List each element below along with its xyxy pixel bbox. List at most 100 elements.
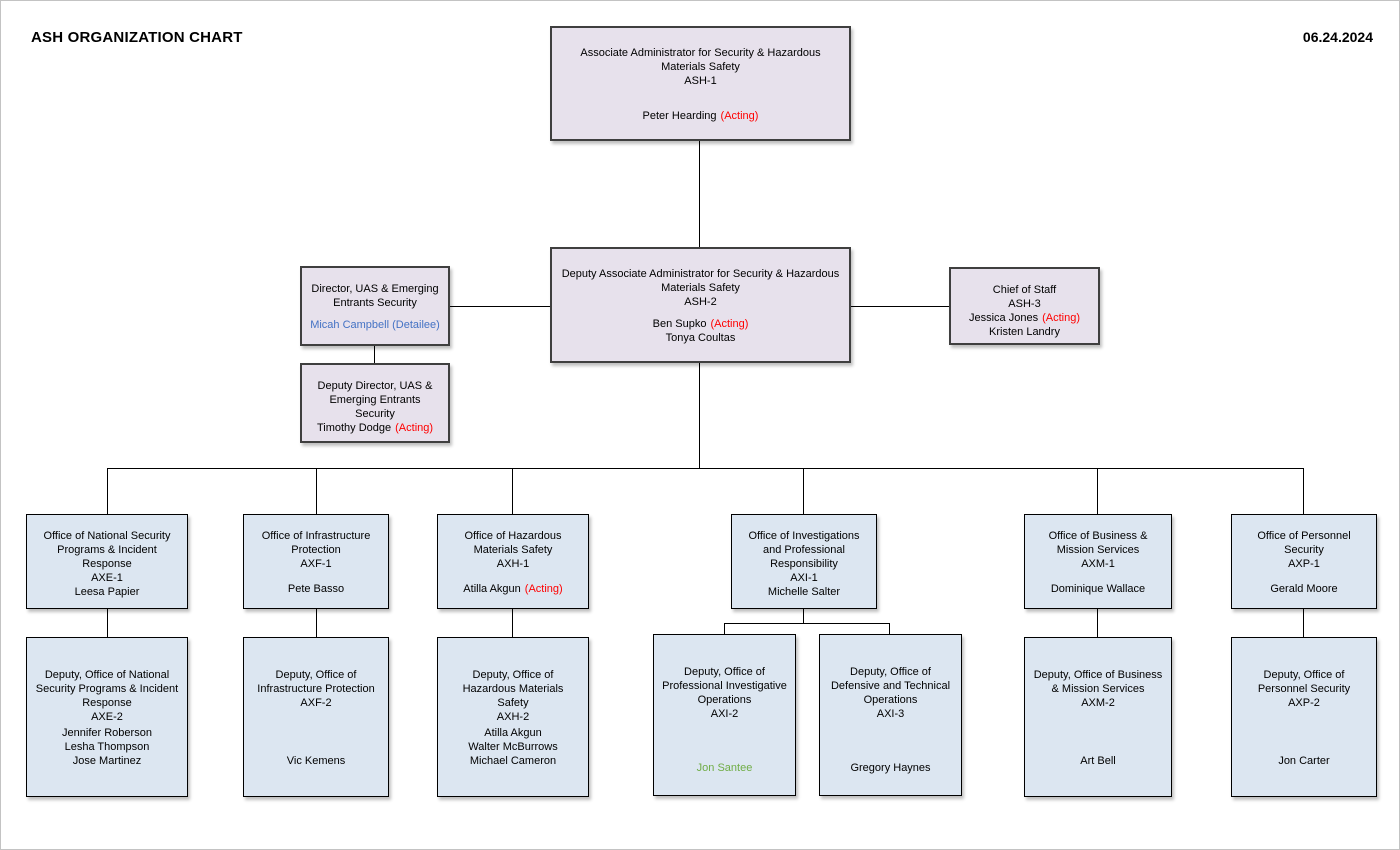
- org-box-axh2: Deputy, Office of Hazardous Materials Sa…: [437, 637, 589, 797]
- org-box-axi1: Office of Investigations and Professiona…: [731, 514, 877, 609]
- page-title: ASH ORGANIZATION CHART: [31, 29, 243, 46]
- box-names: Peter Hearding(Acting): [560, 109, 841, 127]
- connector-axm1-axm2: [1097, 609, 1098, 637]
- box-title: Deputy Associate Administrator for Secur…: [561, 268, 840, 308]
- person-name: Kristen Landry: [989, 326, 1060, 338]
- org-box-axm1: Office of Business & Mission Services AX…: [1024, 514, 1172, 609]
- box-names: Vic Kemens: [252, 754, 380, 784]
- org-box-axe1: Office of National Security Programs & I…: [26, 514, 188, 609]
- connector-axf1-axf2: [316, 609, 317, 637]
- box-title: Office of Infrastructure Protection AXF-…: [261, 530, 371, 570]
- org-box-ash1: Associate Administrator for Security & H…: [550, 26, 851, 141]
- connector-axi1-split-stem: [803, 609, 804, 623]
- person-name: Pete Basso: [287, 583, 345, 595]
- box-title: Office of Personnel Security AXP-1: [1257, 530, 1351, 570]
- connector-split-axi3: [889, 623, 890, 634]
- acting-note: (Acting): [720, 110, 759, 122]
- person-line: Art Bell: [1033, 754, 1163, 768]
- person-name: Jon Santee: [696, 762, 753, 774]
- person-line: Jennifer Roberson: [35, 726, 179, 740]
- box-title: Deputy, Office of Personnel Security AXP…: [1257, 669, 1351, 709]
- org-box-axm2: Deputy, Office of Business & Mission Ser…: [1024, 637, 1172, 797]
- connector-director-ash2: [450, 306, 550, 307]
- org-box-axe2: Deputy, Office of National Security Prog…: [26, 637, 188, 797]
- box-names: Pete Basso: [252, 582, 380, 596]
- person-line: Gregory Haynes: [828, 761, 953, 775]
- person-line: Jose Martinez: [35, 754, 179, 768]
- org-box-axi2: Deputy, Office of Professional Investiga…: [653, 634, 796, 796]
- org-box-axf2: Deputy, Office of Infrastructure Protect…: [243, 637, 389, 797]
- org-box-axp2: Deputy, Office of Personnel Security AXP…: [1231, 637, 1377, 797]
- box-title: Deputy, Office of Professional Investiga…: [662, 666, 787, 720]
- box-title: Director, UAS & Emerging Entrants Securi…: [311, 283, 439, 309]
- org-box-axh1: Office of Hazardous Materials Safety AXH…: [437, 514, 589, 609]
- connector-axi-split-bar: [724, 623, 890, 624]
- box-title: Deputy, Office of Hazardous Materials Sa…: [462, 669, 564, 723]
- person-line: Michael Cameron: [446, 754, 580, 768]
- person-name: Atilla Akgun: [463, 583, 521, 595]
- person-name: Vic Kemens: [286, 755, 346, 767]
- org-box-axf1: Office of Infrastructure Protection AXF-…: [243, 514, 389, 609]
- box-names: Leesa Papier: [35, 585, 179, 599]
- connector-axp1-axp2: [1303, 609, 1304, 637]
- person-line: Peter Hearding(Acting): [560, 109, 841, 123]
- person-name: Michelle Salter: [767, 586, 841, 598]
- person-name: Atilla Akgun: [484, 727, 542, 739]
- box-title: Associate Administrator for Security & H…: [580, 47, 821, 87]
- box-title: Deputy Director, UAS & Emerging Entrants…: [317, 380, 433, 420]
- acting-note: (Acting): [395, 422, 434, 434]
- person-line: Jon Santee: [662, 761, 787, 775]
- org-box-axi3: Deputy, Office of Defensive and Technica…: [819, 634, 962, 796]
- connector-ash1-ash2: [699, 141, 700, 247]
- person-line: Leesa Papier: [35, 585, 179, 599]
- box-title: Chief of Staff ASH-3: [992, 284, 1057, 310]
- connector-ash2-bus: [699, 363, 700, 468]
- box-title: Office of Business & Mission Services AX…: [1048, 530, 1148, 570]
- box-title: Deputy, Office of Infrastructure Protect…: [257, 669, 375, 709]
- person-line: Micah Campbell (Detailee): [310, 318, 440, 332]
- box-title: Deputy, Office of Defensive and Technica…: [830, 666, 951, 720]
- org-box-deputy-director-uas: Deputy Director, UAS & Emerging Entrants…: [300, 363, 450, 443]
- person-name: Michael Cameron: [469, 755, 557, 767]
- connector-axh1-axh2: [512, 609, 513, 637]
- box-names: Jon Carter: [1240, 754, 1368, 784]
- box-names: Ben Supko(Acting) Tonya Coultas: [560, 317, 841, 349]
- connector-drop-axi1: [803, 468, 804, 514]
- connector-split-axi2: [724, 623, 725, 634]
- person-line: Walter McBurrows: [446, 740, 580, 754]
- org-box-chief-of-staff: Chief of Staff ASH-3 Jessica Jones(Actin…: [949, 267, 1100, 345]
- box-names: Timothy Dodge(Acting): [310, 421, 440, 439]
- acting-note: (Acting): [710, 318, 749, 330]
- person-line: Ben Supko(Acting): [560, 317, 841, 331]
- person-line: Michelle Salter: [740, 585, 868, 599]
- box-names: Atilla Akgun Walter McBurrows Michael Ca…: [446, 726, 580, 784]
- box-title: Office of Investigations and Professiona…: [748, 530, 860, 584]
- org-box-director-uas: Director, UAS & Emerging Entrants Securi…: [300, 266, 450, 346]
- person-name: Walter McBurrows: [468, 741, 558, 753]
- connector-drop-axp1: [1303, 468, 1304, 514]
- box-title: Office of Hazardous Materials Safety AXH…: [464, 530, 562, 570]
- person-name: Timothy Dodge: [316, 422, 392, 434]
- person-name: Jessica Jones: [969, 312, 1039, 324]
- person-name: Jose Martinez: [72, 755, 142, 767]
- person-name: Peter Hearding: [642, 110, 717, 122]
- person-line: Vic Kemens: [252, 754, 380, 768]
- box-names: Dominique Wallace: [1033, 582, 1163, 596]
- person-line: Pete Basso: [252, 582, 380, 596]
- box-names: Atilla Akgun(Acting): [446, 582, 580, 596]
- org-box-axp1: Office of Personnel Security AXP-1 Geral…: [1231, 514, 1377, 609]
- person-name: Micah Campbell (Detailee): [310, 319, 440, 331]
- box-names: Gerald Moore: [1240, 582, 1368, 596]
- box-title: Deputy, Office of Business & Mission Ser…: [1033, 669, 1163, 709]
- person-line: Atilla Akgun: [446, 726, 580, 740]
- box-names: Gregory Haynes: [828, 761, 953, 783]
- connector-horizontal-bus: [107, 468, 1304, 469]
- person-line: Dominique Wallace: [1033, 582, 1163, 596]
- box-names: Jon Santee: [662, 761, 787, 783]
- connector-drop-axf1: [316, 468, 317, 514]
- person-line: Jon Carter: [1240, 754, 1368, 768]
- box-title: Office of National Security Programs & I…: [43, 530, 171, 584]
- connector-drop-axe1: [107, 468, 108, 514]
- box-names: Michelle Salter: [740, 585, 868, 599]
